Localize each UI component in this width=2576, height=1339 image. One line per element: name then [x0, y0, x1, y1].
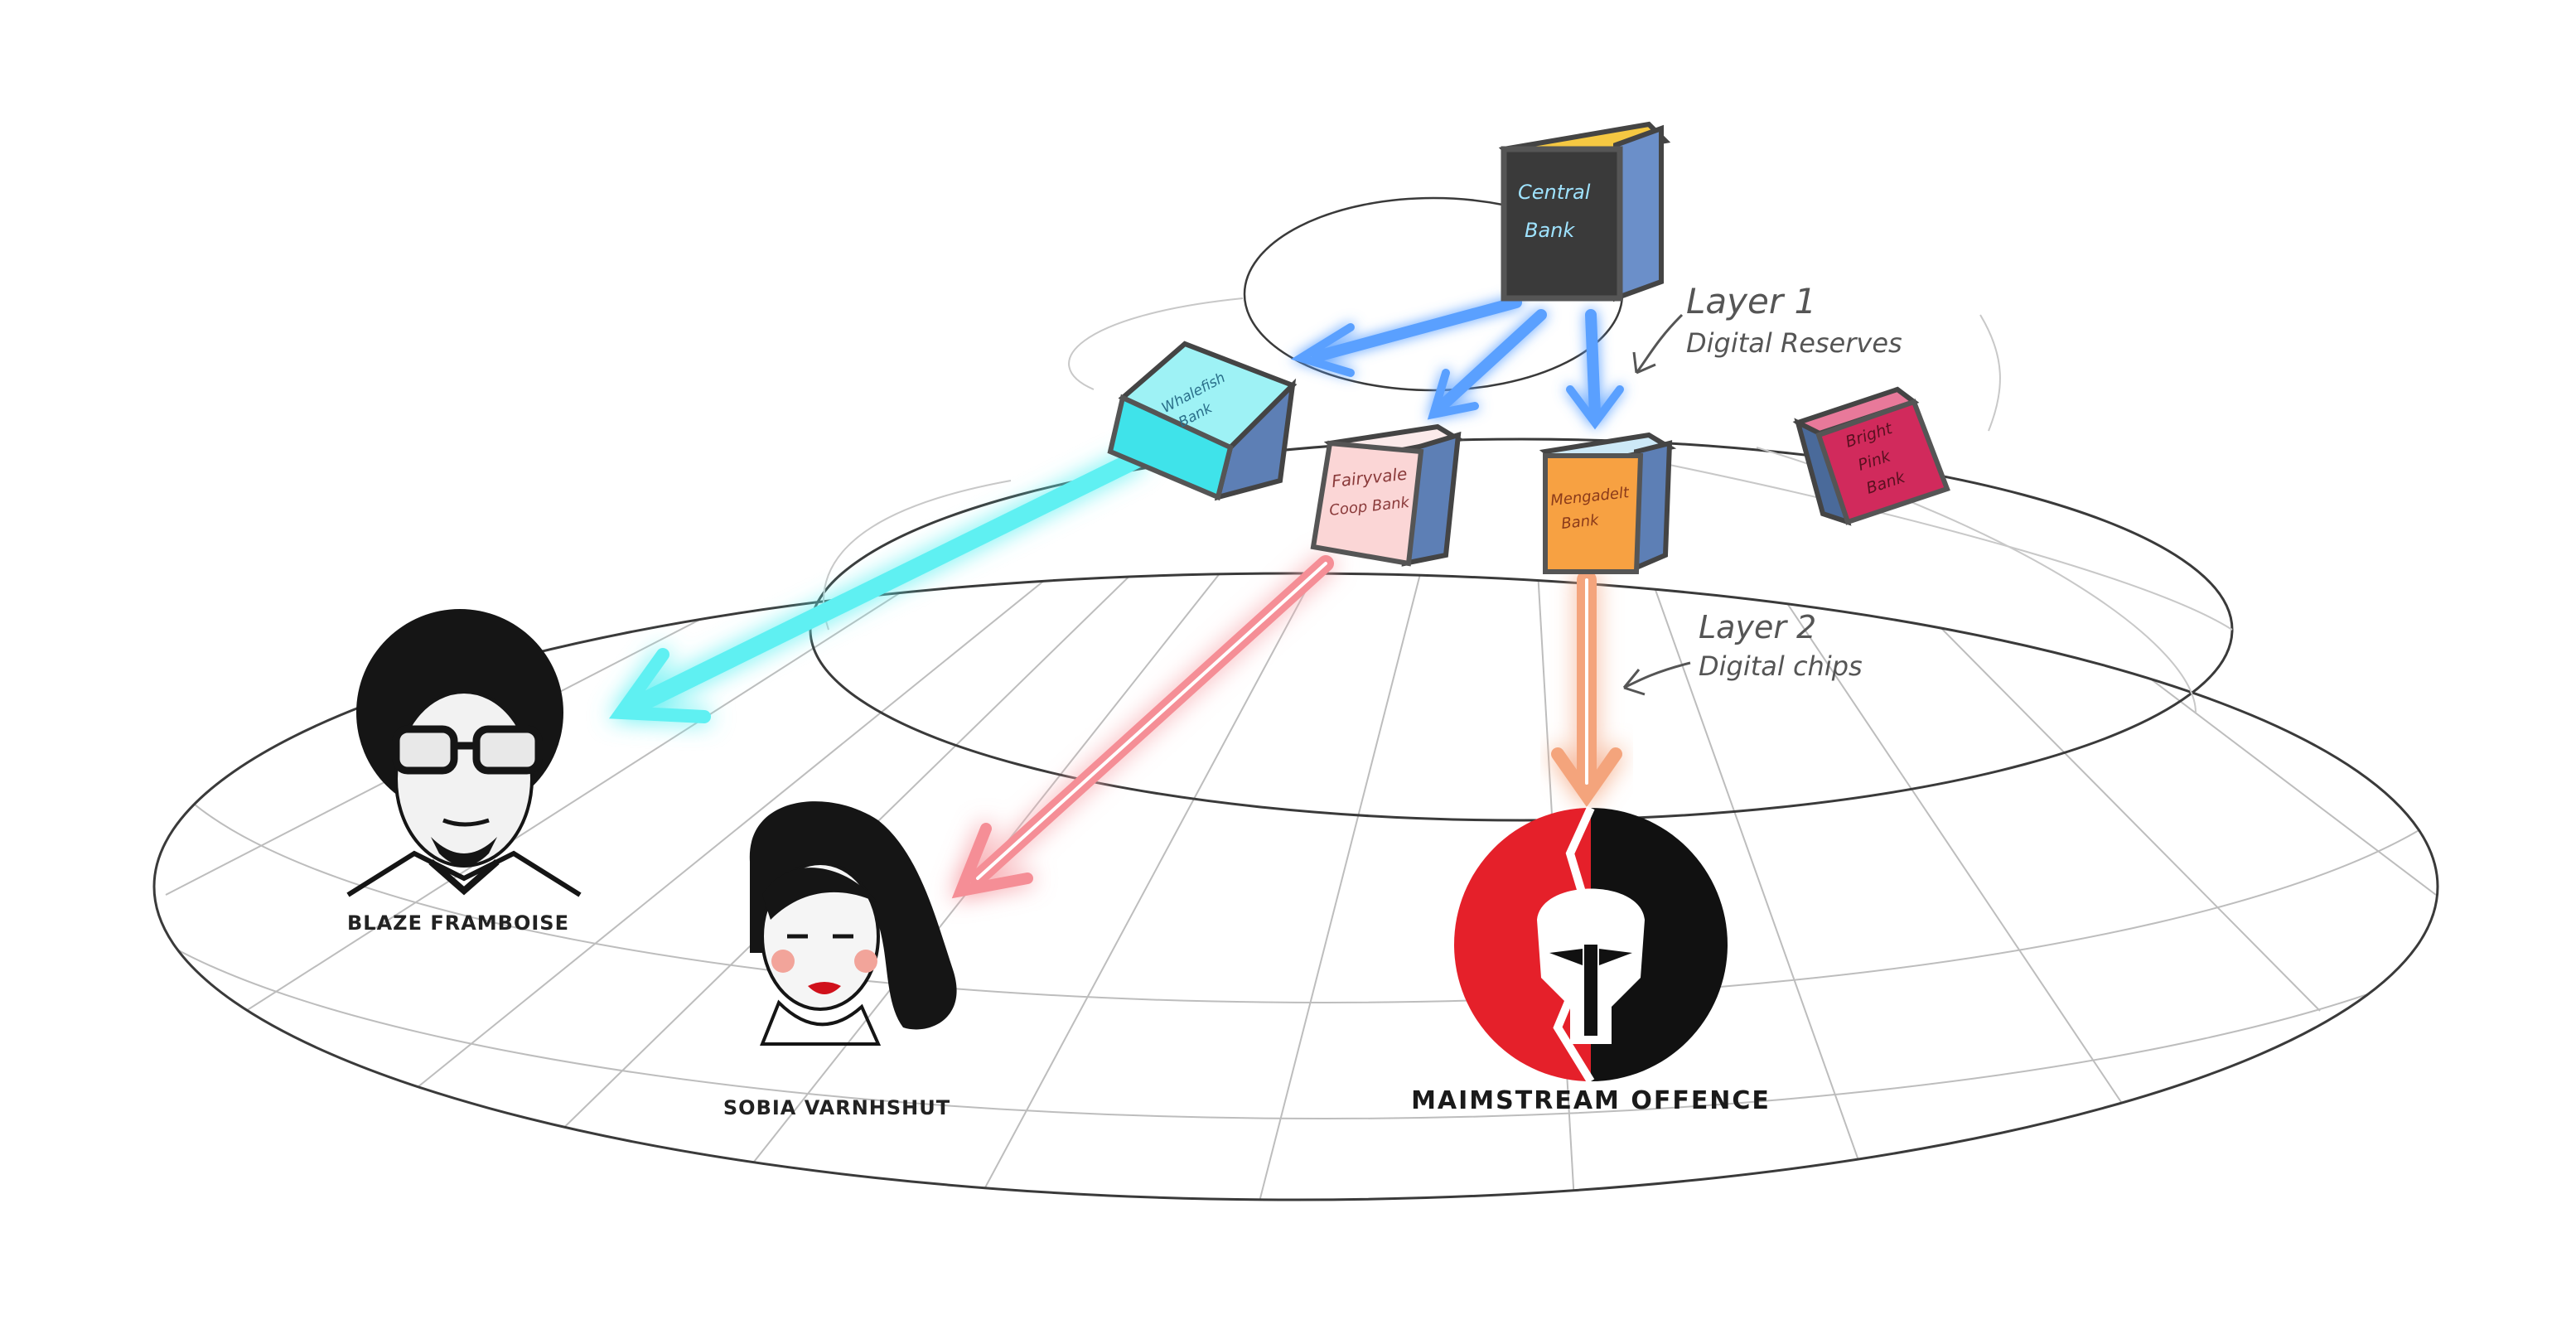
brightpink-bank-front — [1815, 399, 1950, 525]
central-bank: Central Bank — [1498, 121, 1671, 302]
outer-ellipse — [152, 572, 2439, 1201]
layer1-pointer — [1632, 313, 1684, 375]
layer1-annotation: Layer 1 Digital Reserves — [1632, 281, 1902, 375]
central-bank-front — [1501, 146, 1623, 302]
brightpink-bank: Bright Pink Bank — [1792, 386, 1950, 526]
mengadelt-bank-label-2: Bank — [1560, 511, 1601, 533]
sobia-fringe — [762, 868, 878, 920]
layer2-pointer — [1622, 661, 1691, 696]
arrow-whalefish-to-blaze — [629, 451, 1144, 713]
maimstream-logo-black — [1591, 808, 1728, 1081]
sobia-hair — [749, 801, 957, 1030]
arrows — [608, 297, 1624, 899]
layer1-title: Layer 1 — [1686, 281, 1816, 321]
arrow-central-to-whalefish — [1312, 297, 1522, 362]
maimstream-logo-red — [1454, 808, 1591, 1081]
fairyvale-bank-front — [1310, 440, 1424, 567]
blaze-portrait: BLAZE FRAMBOISE — [346, 609, 582, 935]
sobia-name: SOBIA VARNHSHUT — [723, 1096, 950, 1119]
layer2-subtitle: Digital chips — [1699, 650, 1863, 682]
whalefish-bank: Whalefish Bank — [1107, 341, 1298, 501]
blaze-face — [394, 690, 534, 868]
maimstream-logo: MAIMSTREAM OFFENCE — [1411, 805, 1771, 1115]
blaze-collar — [346, 850, 582, 897]
middle-layer — [809, 437, 2234, 822]
blaze-name: BLAZE FRAMBOISE — [347, 911, 569, 935]
blaze-mouth — [442, 818, 490, 827]
arrow-central-to-mengadelt — [1585, 309, 1601, 420]
middle-ellipse — [809, 437, 2234, 822]
blaze-glasses — [392, 725, 543, 775]
mengadelt-bank-front — [1543, 453, 1644, 574]
layer1-subtitle: Digital Reserves — [1686, 327, 1902, 359]
whalefish-bank-front — [1107, 394, 1234, 501]
blaze-beard — [431, 837, 497, 866]
central-bank-label-1: Central — [1518, 181, 1591, 204]
layer2-title: Layer 2 — [1699, 609, 1816, 645]
maimstream-name: MAIMSTREAM OFFENCE — [1411, 1086, 1771, 1115]
sobia-cheek-left — [771, 950, 795, 973]
arrow-central-to-fairyvale — [1436, 309, 1547, 412]
sobia-cheek-right — [854, 950, 877, 973]
sobia-portrait: SOBIA VARNHSHUT — [723, 801, 957, 1119]
fairyvale-bank: Fairyvale Coop Bank — [1310, 423, 1466, 567]
central-bank-label-2: Bank — [1525, 219, 1575, 242]
sobia-lips — [808, 982, 841, 994]
mengadelt-bank: Mengadelt Bank — [1539, 432, 1677, 574]
layer2-annotation: Layer 2 Digital chips — [1622, 609, 1863, 696]
